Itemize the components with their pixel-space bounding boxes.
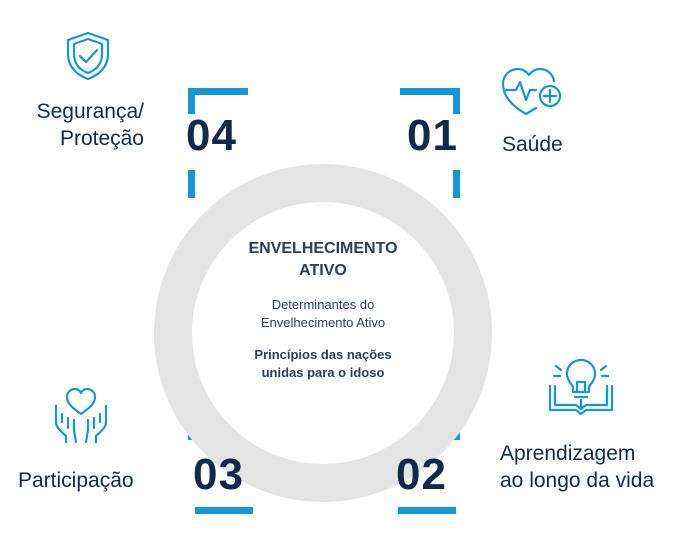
bar-left-mid-upper [188, 170, 195, 198]
lightbulb-book-icon [548, 358, 614, 416]
shield-check-icon [66, 31, 110, 81]
number-03: 03 [193, 450, 244, 499]
center-subtitle: Determinantes do Envelhecimento Ativo [260, 297, 386, 330]
bar-left-upper [188, 88, 195, 114]
center-principles: Princípios das nações unidas para o idos… [254, 347, 392, 380]
number-01: 01 [407, 111, 458, 160]
hands-heart-icon [54, 387, 108, 444]
bar-top-left [188, 88, 248, 95]
number-02: 02 [396, 450, 447, 499]
bar-bottom-right [398, 507, 456, 514]
center-title-line2: ATIVO [299, 262, 347, 279]
bar-right-mid-upper [453, 170, 460, 198]
number-04: 04 [186, 111, 237, 160]
center-text: ENVELHECIMENTO ATIVO Determinantes do En… [220, 238, 426, 382]
heart-pulse-icon [501, 67, 562, 116]
label-seguranca: Segurança/ Proteção [36, 100, 144, 150]
center-title-line1: ENVELHECIMENTO [248, 240, 398, 257]
label-participacao: Participação [18, 469, 134, 492]
bar-right-upper [453, 88, 460, 114]
bar-top-right [400, 88, 460, 95]
label-saude: Saúde [502, 133, 563, 156]
label-aprendizagem: Aprendizagem ao longo da vida [500, 442, 655, 492]
bar-bottom-left [195, 507, 253, 514]
